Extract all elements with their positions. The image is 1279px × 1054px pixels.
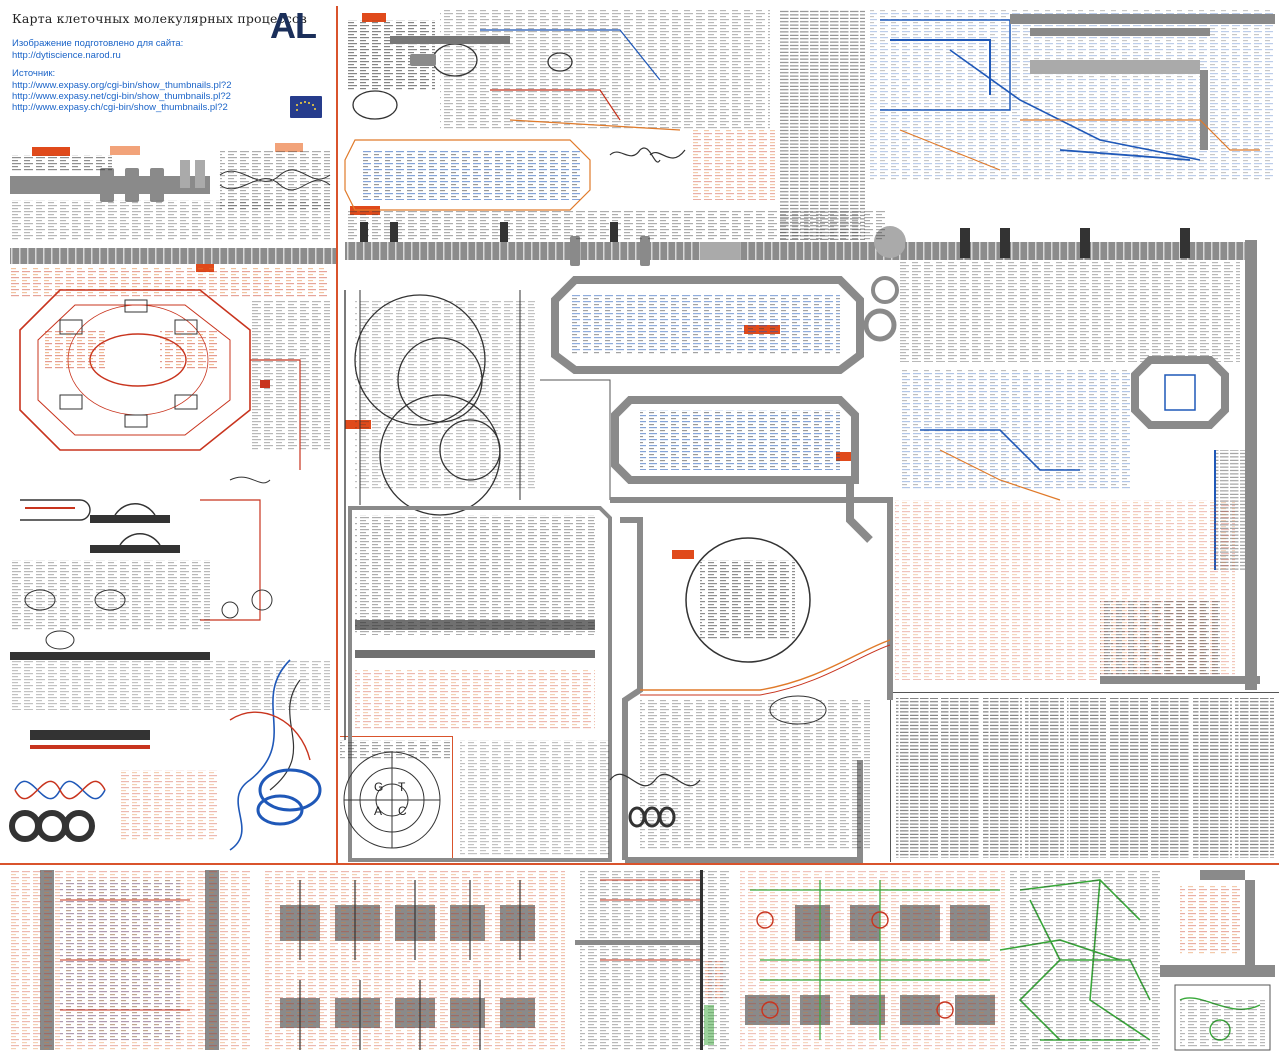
divider-text-panel-top — [890, 692, 1279, 693]
divider-horizontal-bottom — [0, 863, 1279, 865]
divider-text-panel-left — [890, 692, 891, 862]
codon-letter: T — [398, 780, 406, 794]
source-link[interactable]: http://www.expasy.org/cgi-bin/show_thumb… — [12, 80, 232, 91]
section-tag — [196, 263, 214, 272]
left-panel — [9, 150, 336, 851]
source-link[interactable]: http://www.expasy.ch/cgi-bin/show_thumbn… — [12, 102, 228, 113]
source-label: Источник: — [12, 68, 56, 79]
section-tag — [32, 147, 70, 156]
section-tag — [110, 146, 140, 155]
source-link[interactable]: http://www.expasy.net/cgi-bin/show_thumb… — [12, 91, 231, 102]
bottom-strip — [10, 870, 1275, 1051]
section-tag — [275, 143, 303, 152]
divider-vertical-left — [336, 6, 338, 864]
codon-letter: A — [374, 804, 382, 818]
right-panel — [870, 10, 1275, 858]
center-panel: G T A C — [340, 10, 906, 863]
logo-badge-icon — [290, 96, 322, 118]
codon-letter: G — [374, 780, 383, 794]
divider-inner-box-v — [452, 736, 453, 862]
section-tag — [672, 550, 694, 559]
codon-letter: C — [398, 804, 407, 818]
prepared-label: Изображение подготовлено для сайта: — [12, 38, 184, 49]
divider-inner-box — [340, 736, 452, 737]
section-tag — [836, 452, 858, 461]
prepared-site-link[interactable]: http://dytiscience.narod.ru — [12, 50, 121, 61]
poster-title: Карта клеточных молекулярных процессов — [12, 11, 307, 26]
codon-wheel: G T A C — [343, 751, 441, 849]
info-box: Карта клеточных молекулярных процессов A… — [8, 8, 333, 122]
section-tag — [362, 13, 386, 22]
